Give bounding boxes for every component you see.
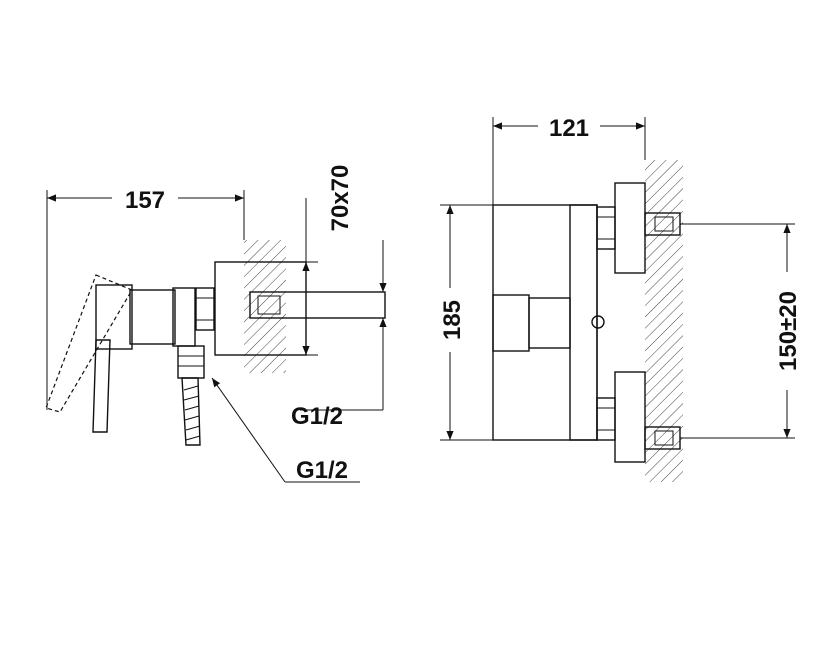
front-handle-block — [492, 294, 530, 352]
dim-front-depth: 121 — [549, 115, 589, 142]
label-side-outlet-thread: G1/2 — [296, 457, 348, 484]
front-bottom-eccentric — [614, 371, 646, 463]
dim-front-height: 185 — [439, 300, 466, 340]
front-handle-stem — [528, 297, 571, 349]
dim-flange-size: 70x70 — [327, 165, 354, 232]
side-view: 157 70x70 G1/2 G1/2 — [45, 165, 387, 484]
front-mixer-body — [492, 204, 598, 441]
side-cartridge-cap — [95, 284, 133, 350]
side-wall-pipe-end — [257, 295, 281, 315]
dim-inlet-spacing: 150±20 — [775, 291, 802, 371]
side-mixer-neck — [172, 287, 196, 347]
side-handle-dashed — [45, 274, 133, 413]
front-bottom-nut — [596, 397, 616, 441]
front-wall-hatch — [645, 160, 683, 482]
side-wall-pipe — [249, 291, 386, 319]
front-wall-plate — [569, 204, 598, 441]
front-diverter — [591, 315, 605, 329]
front-top-eccentric — [614, 182, 646, 274]
side-hex-nut — [195, 287, 215, 331]
label-side-inlet-thread: G1/2 — [291, 403, 343, 430]
front-top-nut — [596, 206, 616, 250]
front-view: 121 185 150±20 — [439, 112, 802, 482]
side-mixer-body — [129, 289, 176, 345]
side-handle — [92, 339, 111, 433]
dim-side-width: 157 — [125, 187, 165, 214]
side-hose — [181, 377, 201, 446]
side-outlet-fitting — [177, 345, 205, 379]
